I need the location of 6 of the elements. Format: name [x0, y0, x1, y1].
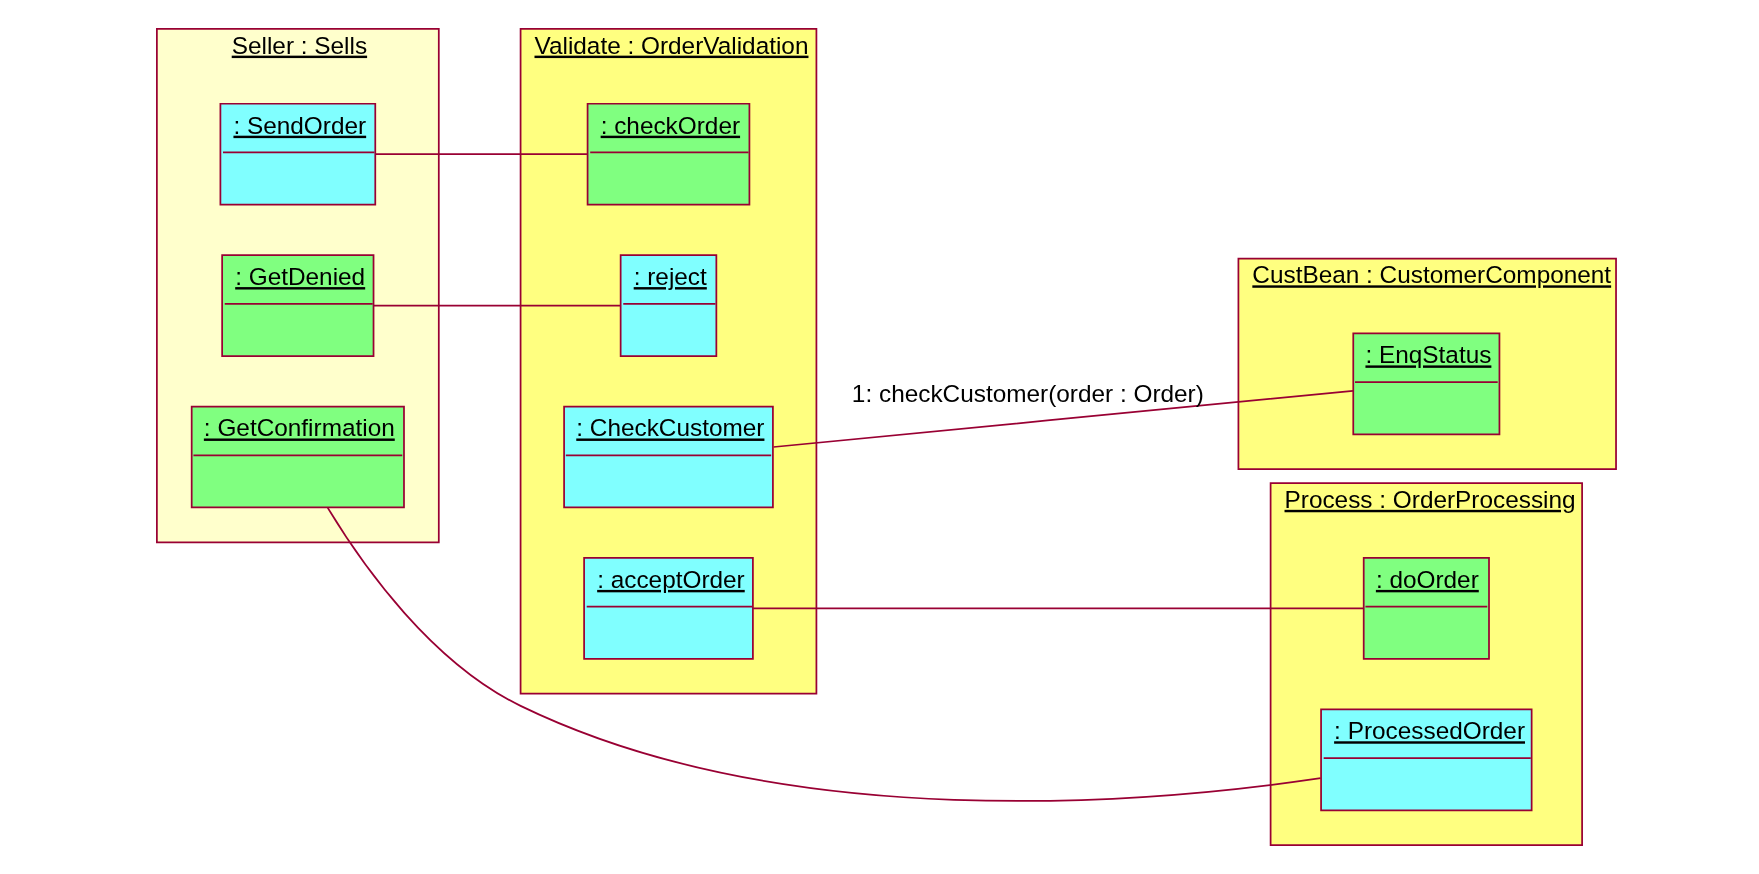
- connector: [373, 304, 622, 307]
- connector: [326, 507, 1322, 802]
- connector: [752, 607, 1365, 610]
- edge-label: 1: checkCustomer(order : Order): [851, 379, 1204, 407]
- connector: [374, 153, 588, 156]
- connector: [772, 390, 1354, 448]
